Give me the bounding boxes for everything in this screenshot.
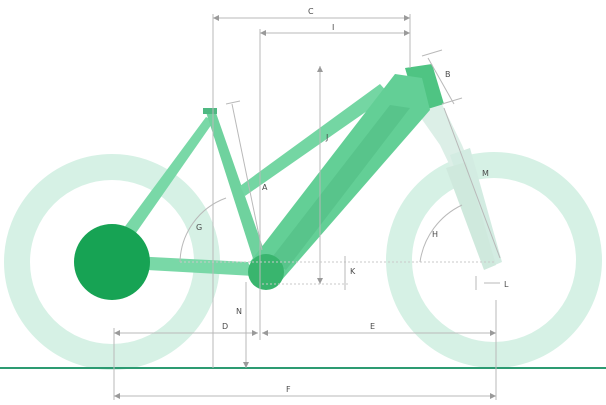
label-m: M xyxy=(482,169,489,178)
label-d: D xyxy=(222,322,228,331)
label-k: K xyxy=(350,267,356,276)
label-l: L xyxy=(504,280,509,289)
arrowheads xyxy=(114,15,496,399)
label-e: E xyxy=(370,322,375,331)
label-j: J xyxy=(325,133,328,142)
label-g: G xyxy=(196,223,202,232)
label-c: C xyxy=(308,7,314,16)
label-b: B xyxy=(445,70,451,79)
label-n: N xyxy=(236,307,242,316)
label-i: I xyxy=(332,23,334,32)
front-wheel xyxy=(386,152,602,368)
label-a: A xyxy=(262,183,268,192)
bike-frame xyxy=(74,64,444,300)
dimension-lines xyxy=(113,14,501,400)
fork xyxy=(414,100,502,270)
label-h: H xyxy=(432,230,438,239)
label-f: F xyxy=(286,385,291,394)
